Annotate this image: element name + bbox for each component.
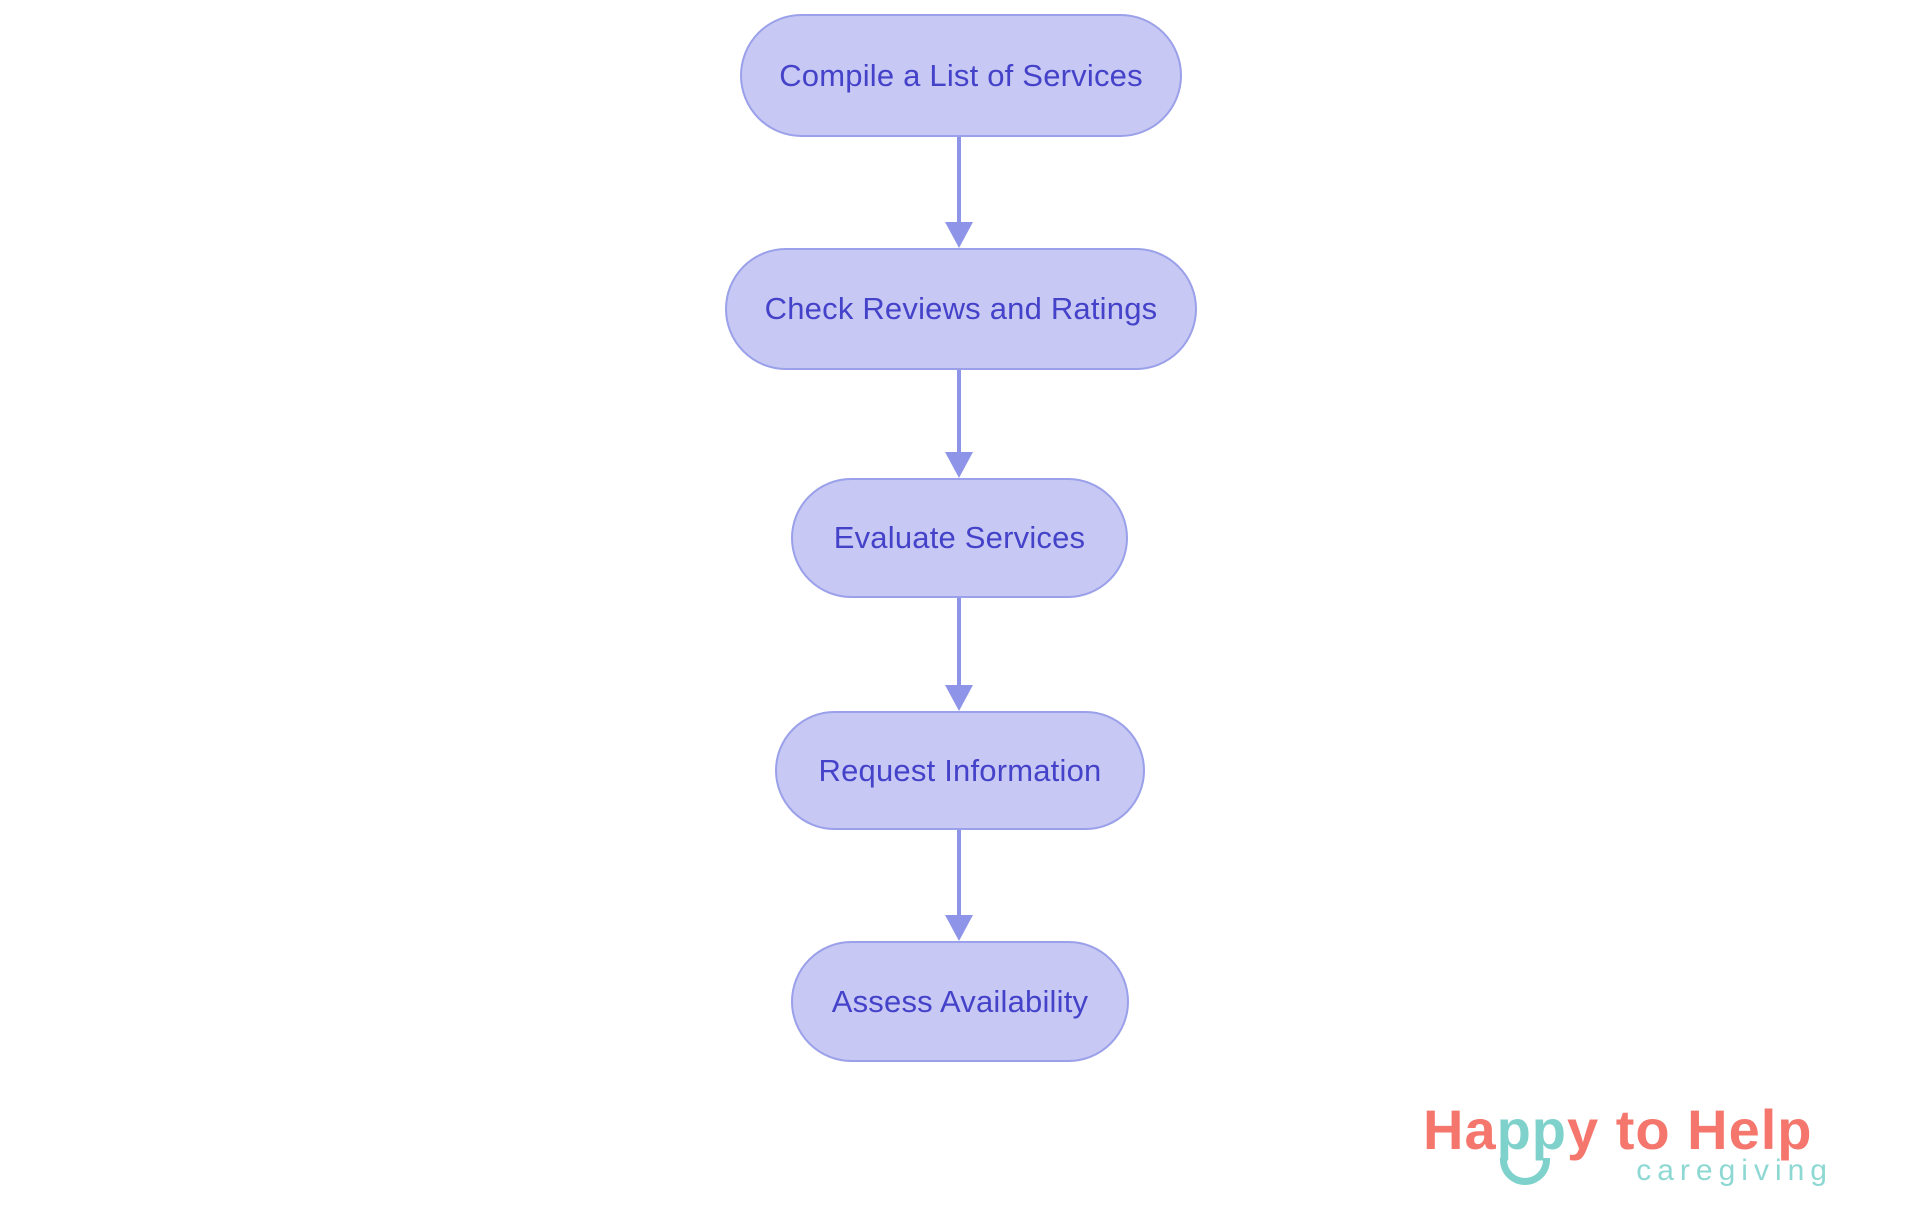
- arrow-head-icon: [945, 915, 973, 941]
- logo-text-ha: Ha: [1423, 1098, 1497, 1161]
- flow-node-check-reviews: Check Reviews and Ratings: [725, 248, 1197, 370]
- logo-text-pp: pp: [1496, 1098, 1568, 1161]
- arrow-head-icon: [945, 452, 973, 478]
- arrow-line: [957, 370, 961, 452]
- flow-arrow-3: [945, 598, 973, 711]
- flow-node-assess-availability: Assess Availability: [791, 941, 1129, 1062]
- arrow-line: [957, 830, 961, 915]
- flow-node-label: Compile a List of Services: [779, 57, 1143, 93]
- flow-arrow-2: [945, 370, 973, 478]
- flow-node-evaluate-services: Evaluate Services: [791, 478, 1128, 598]
- flow-node-compile-list: Compile a List of Services: [740, 14, 1182, 137]
- arrow-line: [957, 598, 961, 685]
- flow-node-label: Check Reviews and Ratings: [764, 291, 1158, 326]
- flow-node-label: Assess Availability: [831, 983, 1089, 1019]
- smile-icon: [1499, 1158, 1550, 1185]
- logo-text-y-to-help: y to Help: [1567, 1098, 1813, 1161]
- flow-node-request-information: Request Information: [775, 711, 1145, 830]
- arrow-head-icon: [945, 222, 973, 248]
- arrow-line: [957, 137, 961, 222]
- flow-arrow-1: [945, 137, 973, 248]
- logo-tagline: caregiving: [1636, 1154, 1833, 1187]
- arrow-head-icon: [945, 685, 973, 711]
- flow-node-label: Evaluate Services: [833, 520, 1086, 555]
- flow-node-label: Request Information: [818, 752, 1102, 788]
- flow-arrow-4: [945, 830, 973, 941]
- logo-pp-smiley: pp: [1497, 1102, 1567, 1185]
